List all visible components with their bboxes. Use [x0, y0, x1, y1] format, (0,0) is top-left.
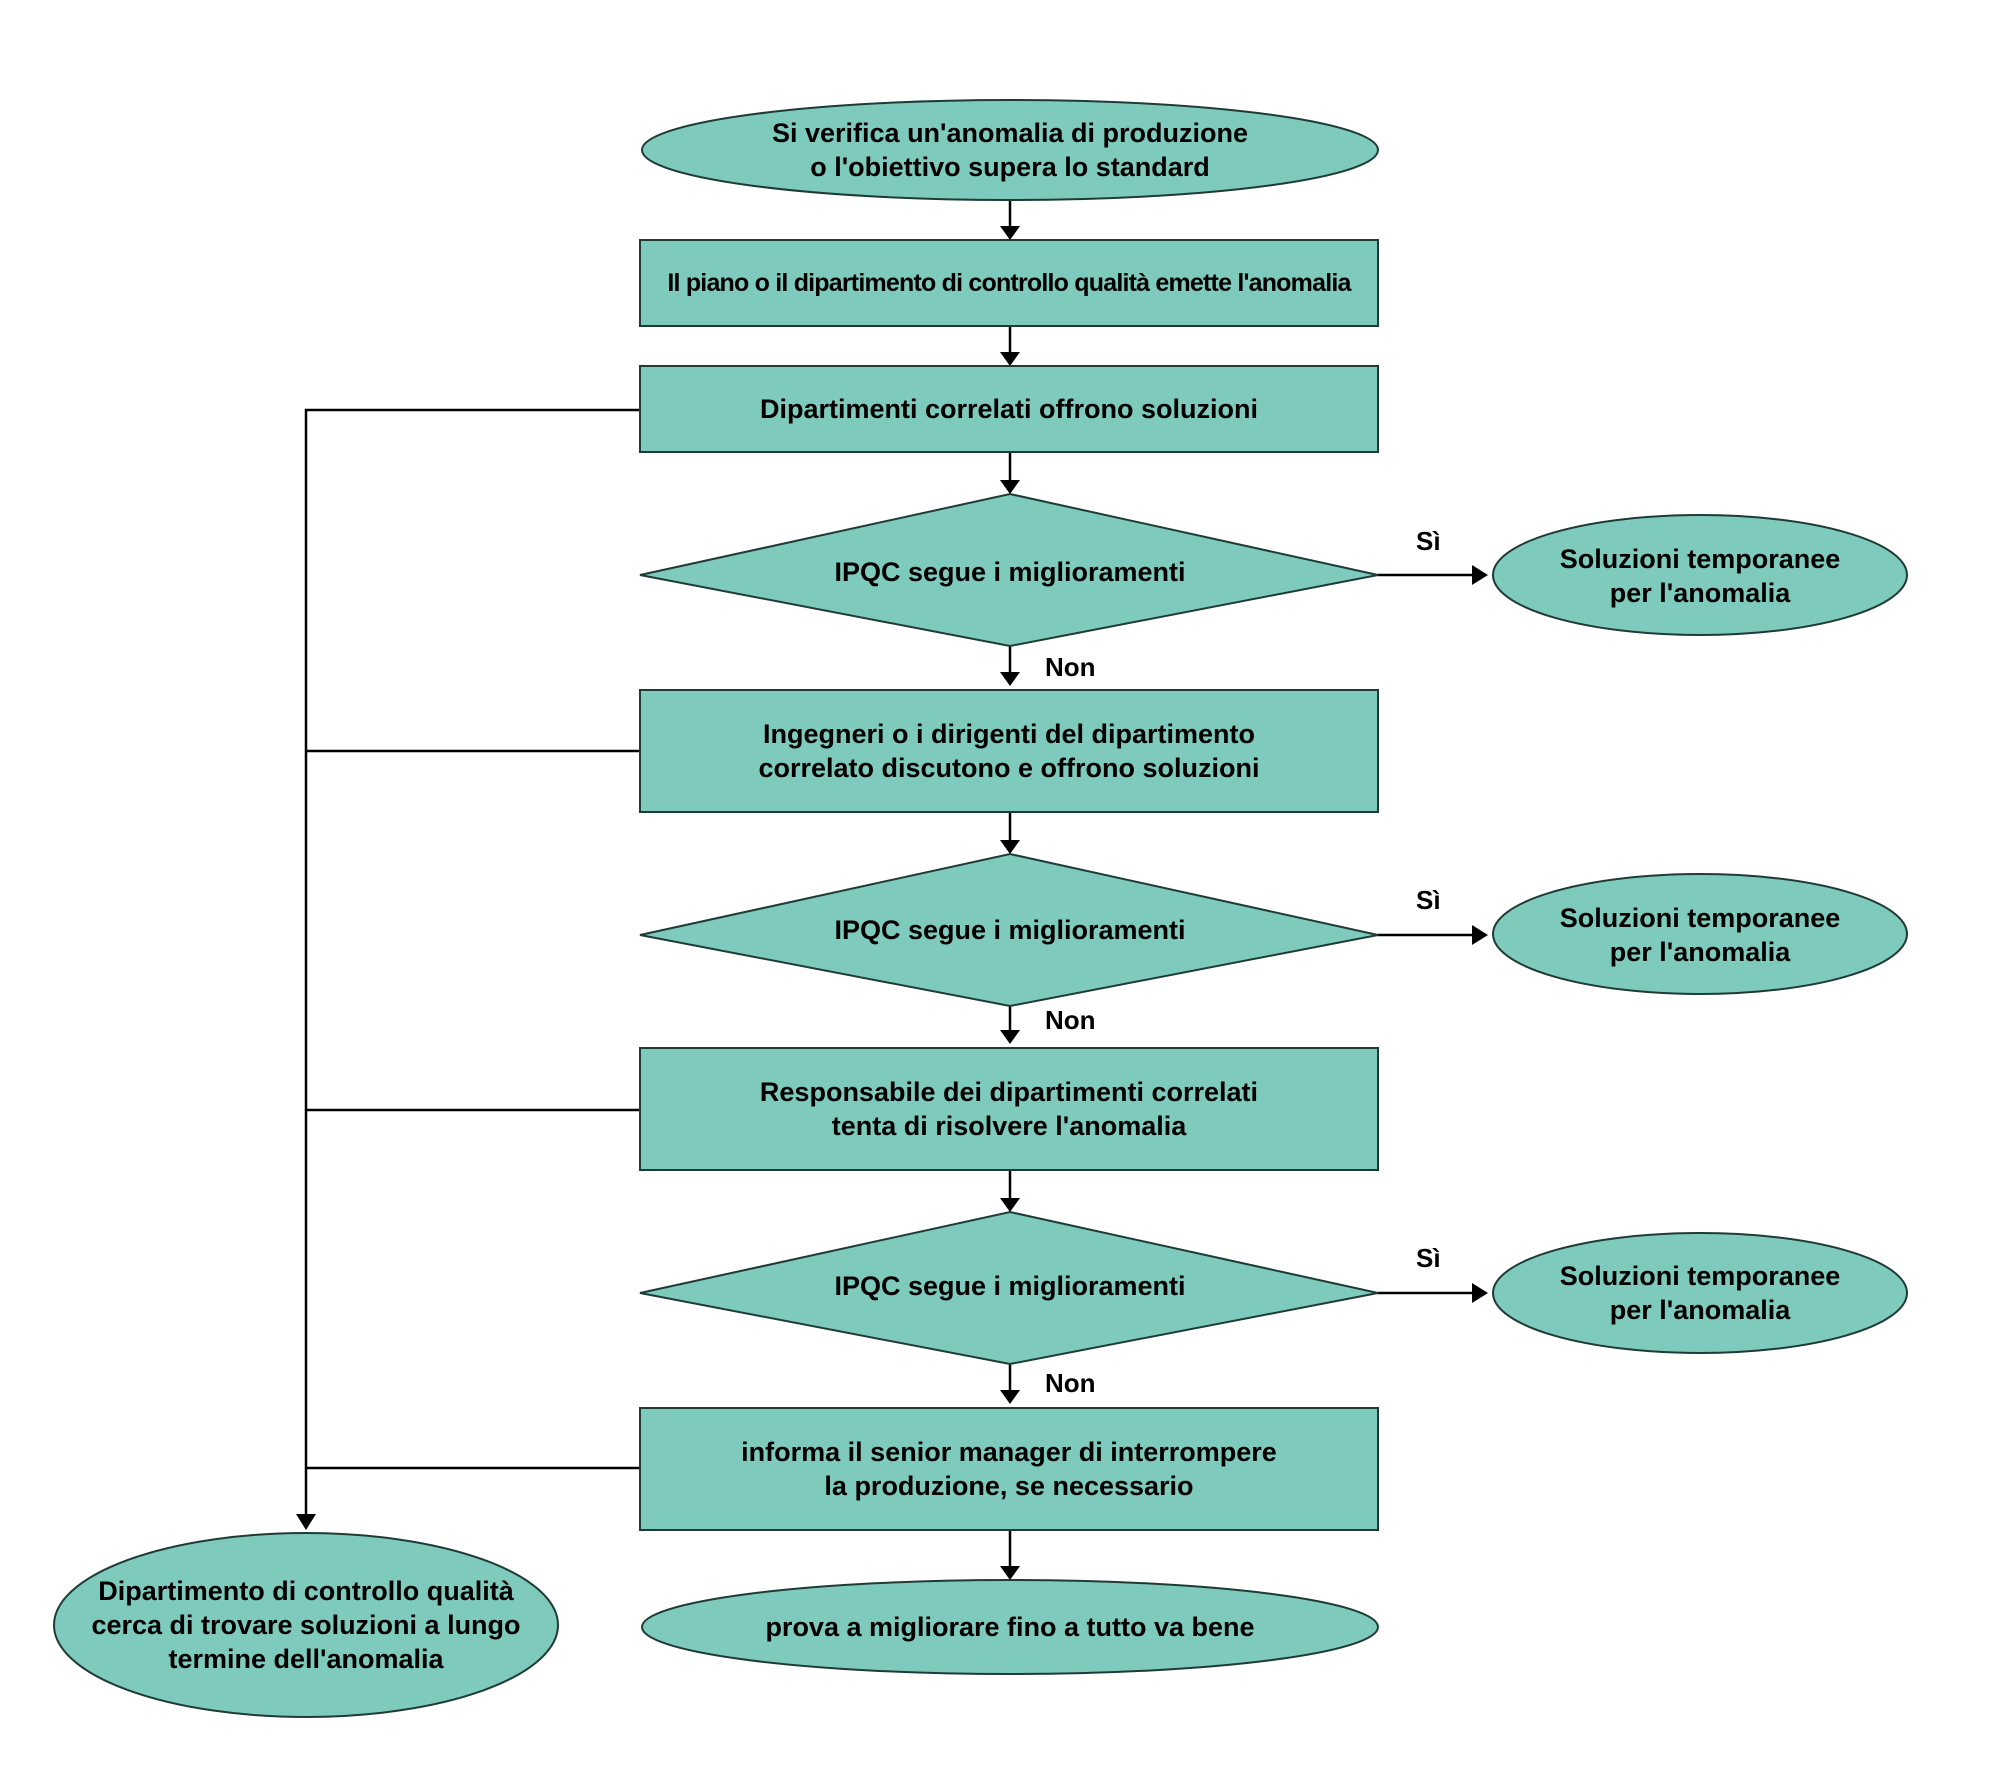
- connector-escalation-trunk: [304, 408, 640, 1516]
- arrowhead: [1000, 480, 1020, 494]
- arrowhead: [1000, 1198, 1020, 1212]
- temp3-label: Soluzioni temporanee per l'anomalia: [1559, 1261, 1841, 1325]
- solutions2-label: Ingegneri o i dirigenti del dipartimento…: [758, 719, 1260, 783]
- arrowhead: [1000, 840, 1020, 854]
- arrowhead: [1000, 1030, 1020, 1044]
- arrowhead: [1000, 672, 1020, 686]
- decision3-diamond: [639, 1210, 1379, 1366]
- arrowhead: [296, 1514, 316, 1530]
- arrowhead: [1472, 565, 1488, 585]
- issue-box: [639, 239, 1379, 327]
- decision1-diamond: [639, 492, 1379, 648]
- solutions3-label: Responsabile dei dipartimenti correlati …: [759, 1077, 1259, 1141]
- end-ellipse: [641, 1579, 1379, 1675]
- longterm-label: Dipartimento di controllo qualità cerca …: [91, 1576, 521, 1674]
- arrowhead: [1000, 1390, 1020, 1404]
- temp2-label: Soluzioni temporanee per l'anomalia: [1559, 903, 1841, 967]
- decision1-no-label: Non: [1045, 652, 1096, 682]
- inform-label: informa il senior manager di interromper…: [741, 1437, 1277, 1501]
- arrowhead: [1472, 925, 1488, 945]
- arrowhead: [1000, 226, 1020, 240]
- decision2-no-label: Non: [1045, 1005, 1096, 1035]
- end-label: prova a migliorare fino a tutto va bene: [765, 1612, 1255, 1642]
- issue-label: Il piano o il dipartimento di controllo …: [667, 269, 1351, 297]
- start-ellipse: [641, 99, 1379, 201]
- shapes: [53, 99, 1908, 1718]
- decision1-yes-label: Sì: [1416, 526, 1441, 556]
- inform-box: [639, 1407, 1379, 1531]
- start-label: Si verifica un'anomalia di produzione o …: [771, 118, 1248, 182]
- decision2-diamond: [639, 852, 1379, 1008]
- solutions2-box: [639, 689, 1379, 813]
- arrowhead: [1472, 1283, 1488, 1303]
- decision3-yes-label: Sì: [1416, 1243, 1441, 1273]
- temp1-ellipse: [1492, 514, 1908, 636]
- longterm-ellipse: [53, 1532, 559, 1718]
- solutions1-label: Dipartimenti correlati offrono soluzioni: [759, 394, 1259, 424]
- connectors: [296, 200, 1488, 1580]
- decision2-label: IPQC segue i miglioramenti: [834, 915, 1186, 945]
- solutions3-box: [639, 1047, 1379, 1171]
- arrowhead: [1000, 352, 1020, 366]
- temp3-ellipse: [1492, 1232, 1908, 1354]
- temp2-ellipse: [1492, 873, 1908, 995]
- solutions1-box: [639, 365, 1379, 453]
- decision1-label: IPQC segue i miglioramenti: [834, 557, 1186, 587]
- decision3-no-label: Non: [1045, 1368, 1096, 1398]
- decision2-yes-label: Sì: [1416, 885, 1441, 915]
- temp1-label: Soluzioni temporanee per l'anomalia: [1559, 544, 1841, 608]
- arrowhead: [1000, 1566, 1020, 1580]
- decision3-label: IPQC segue i miglioramenti: [834, 1271, 1186, 1301]
